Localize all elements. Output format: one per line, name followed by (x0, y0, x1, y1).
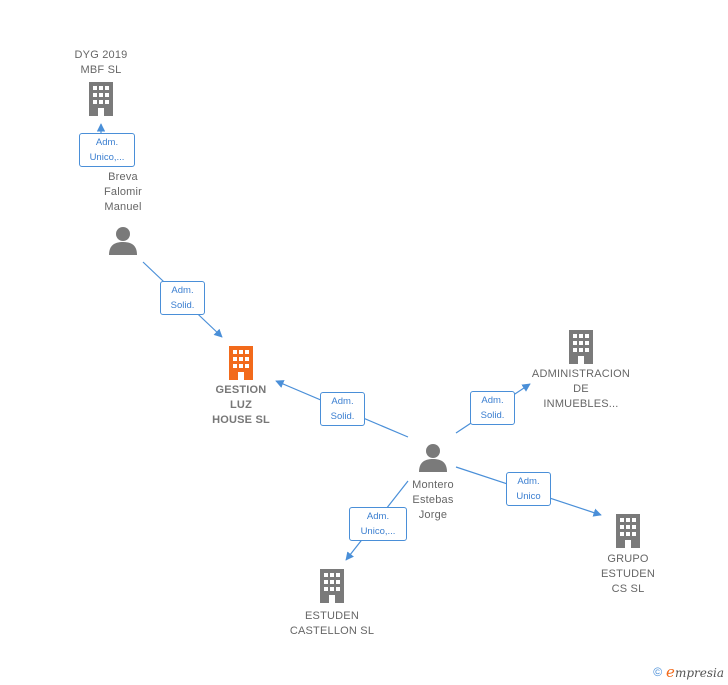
company-label: ADMINISTRACION DE INMUEBLES... (531, 368, 631, 410)
company-node-administracion[interactable]: ADMINISTRACION DE INMUEBLES... (524, 330, 638, 412)
building-icon (569, 330, 593, 364)
company-node-estuden[interactable]: ESTUDEN CASTELLON SL (276, 569, 388, 639)
edge-label-montero-gestion[interactable]: Adm. Solid. (320, 392, 365, 426)
person-icon (109, 227, 137, 255)
building-icon (616, 514, 640, 548)
person-label: Montero Estebas Jorge (412, 479, 454, 521)
person-label: Breva Falomir Manuel (103, 171, 143, 213)
edge-label-montero-grupo[interactable]: Adm. Unico (506, 472, 551, 506)
company-label: GESTION LUZ HOUSE SL (212, 384, 270, 426)
brand-logo[interactable]: empresia (666, 663, 724, 681)
footer-branding: © empresia (653, 663, 724, 681)
edge-label-breva-gestion[interactable]: Adm. Solid. (160, 281, 205, 315)
person-node-breva[interactable]: Breva Falomir Manuel (80, 170, 166, 255)
building-icon (89, 82, 113, 116)
building-icon (320, 569, 344, 603)
copyright-icon: © (653, 665, 663, 679)
edge-label-montero-admin[interactable]: Adm. Solid. (470, 391, 515, 425)
person-node-montero[interactable]: Montero Estebas Jorge (390, 442, 476, 523)
company-label: GRUPO ESTUDEN CS SL (601, 553, 655, 595)
brand-initial: e (666, 663, 675, 681)
building-icon (229, 346, 253, 380)
company-label: ESTUDEN CASTELLON SL (289, 610, 375, 637)
edge-label-montero-estuden[interactable]: Adm. Unico,... (349, 507, 407, 541)
company-label: DYG 2019 MBF SL (74, 49, 128, 76)
company-node-dyg[interactable]: DYG 2019 MBF SL (50, 48, 152, 116)
company-node-grupo[interactable]: GRUPO ESTUDEN CS SL (585, 514, 671, 597)
brand-name: mpresia (674, 666, 724, 680)
edge-label-breva-dyg[interactable]: Adm. Unico,... (79, 133, 135, 167)
person-icon (419, 444, 447, 472)
company-node-gestion[interactable]: GESTION LUZ HOUSE SL (190, 346, 292, 428)
